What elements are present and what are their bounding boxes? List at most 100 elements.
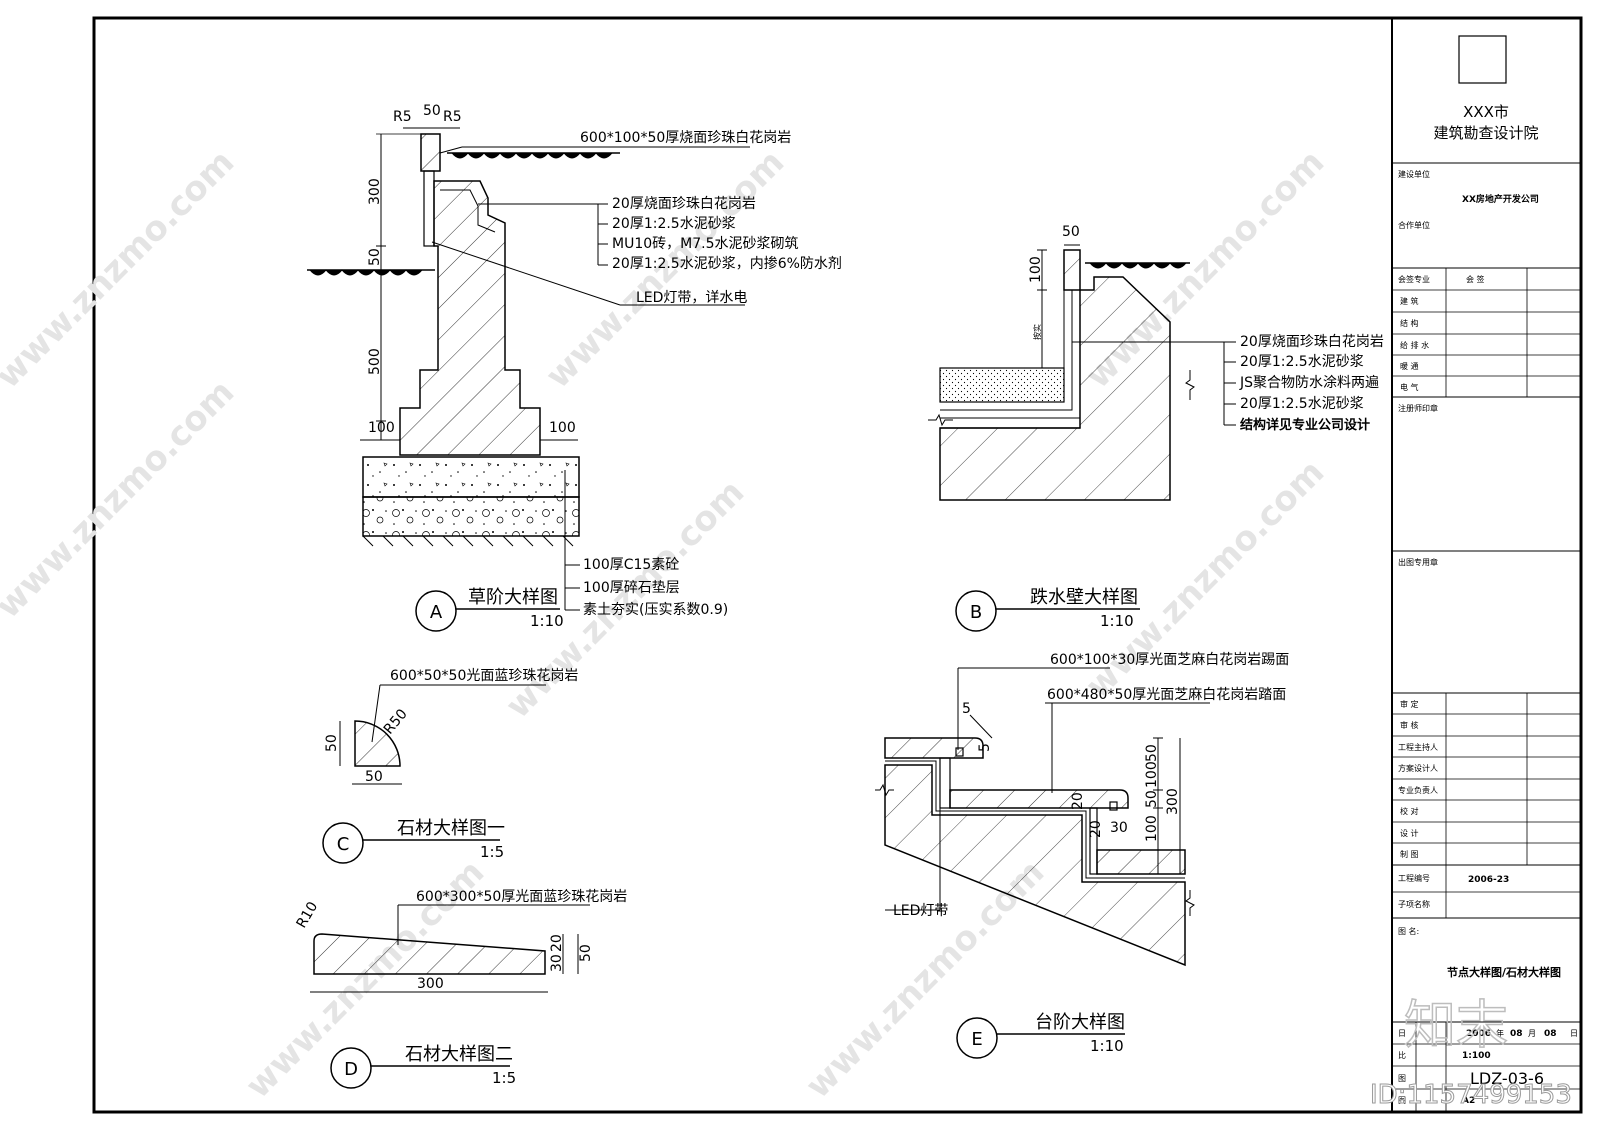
field-label: 结 构 (1400, 318, 1419, 328)
callout-text: 600*50*50光面蓝珍珠花岗岩 (390, 668, 578, 684)
dim-label: 50 (423, 103, 441, 119)
field-label: 给 排 水 (1400, 340, 1429, 350)
date-unit: 年 (1496, 1028, 1504, 1038)
dim-label: 50 (365, 769, 383, 785)
sheet-number: LDZ-03-6 (1470, 1069, 1544, 1088)
field-label: 出图专用章 (1398, 557, 1438, 567)
dim-label: 300 (367, 178, 383, 205)
dim-label: 100 (368, 420, 395, 436)
detail-marker: C (337, 834, 350, 855)
callout-text: 素土夯实(压实系数0.9) (583, 602, 728, 618)
detail-scale: 1:5 (492, 1069, 516, 1087)
detail-marker: A (430, 602, 443, 623)
dim-label: R5 (393, 109, 412, 125)
field-label: 审 定 (1400, 699, 1419, 709)
callout-text: 600*100*50厚烧面珍珠白花岗岩 (580, 130, 791, 146)
detail-b: 50 100 按实 20厚烧面珍珠白花岗岩 20厚1:2.5水泥砂浆 JS聚合物… (928, 224, 1384, 632)
field-label: 注册师印章 (1398, 403, 1438, 413)
id-watermark: ID:1157499153 (1370, 1080, 1572, 1110)
dim-label: R10 (294, 899, 322, 931)
dim-label: 100 (1144, 815, 1160, 842)
callout-text: 20厚1:2.5水泥砂浆 (1240, 396, 1364, 412)
field-label: 合作单位 (1398, 220, 1430, 230)
detail-scale: 1:10 (1090, 1037, 1124, 1055)
sheet-size: A2 (1462, 1096, 1475, 1106)
callout-text: 600*300*50厚光面蓝珍珠花岗岩 (416, 889, 627, 905)
field-label: 审 核 (1400, 720, 1419, 730)
dim-label: 按实 (1032, 324, 1042, 340)
field-label: 图 名: (1398, 926, 1419, 936)
dim-label: 300 (417, 976, 444, 992)
field-label: 方案设计人 (1398, 763, 1438, 773)
detail-title: 草阶大样图 (468, 587, 558, 608)
date-unit: 日 (1570, 1029, 1578, 1038)
callout-text: 结构详见专业公司设计 (1240, 417, 1370, 433)
detail-c: 600*50*50光面蓝珍珠花岗岩 R50 50 50 C 石材大样图一 1:5 (322, 668, 578, 864)
field-label: 会签专业 (1398, 274, 1430, 284)
watermark-text: www.znzmo.com (0, 372, 242, 626)
title-block-frame (1391, 17, 1582, 1113)
field-label: 工程编号 (1398, 873, 1430, 883)
field-label: 建 筑 (1400, 296, 1419, 306)
field-label: 专业负责人 (1398, 785, 1438, 795)
date-year: 2006 (1466, 1029, 1491, 1039)
date-day: 08 (1544, 1029, 1557, 1039)
field-label: 工程主持人 (1398, 742, 1438, 752)
field-label: 图 (1398, 1074, 1406, 1083)
dim-label: 20 (1088, 820, 1104, 838)
dim-label: 30 (1110, 820, 1128, 836)
watermark-text: www.znzmo.com (0, 142, 242, 396)
brand-watermark: 知末 (1404, 996, 1508, 1056)
detail-d: 600*300*50厚光面蓝珍珠花岗岩 R10 20 30 50 300 D 石… (294, 889, 627, 1089)
detail-marker: D (344, 1059, 358, 1080)
dim-label: 500 (367, 348, 383, 375)
dim-label: R5 (443, 109, 462, 125)
sheet-scale: 1:100 (1462, 1051, 1491, 1061)
callout-text: 100厚碎石垫层 (583, 580, 680, 596)
callout-text: 20厚1:2.5水泥砂浆，内掺6%防水剂 (612, 255, 842, 272)
dim-label: 20 (1070, 792, 1086, 810)
field-label: 暖 通 (1400, 361, 1419, 371)
dim-label: 100 (549, 420, 576, 436)
dim-label: 50 (367, 248, 383, 266)
date-unit: 月 (1528, 1029, 1536, 1038)
detail-marker: B (970, 602, 982, 623)
dim-label: 50 (578, 944, 594, 962)
dim-label: 100 (1028, 256, 1044, 283)
detail-scale: 1:5 (480, 843, 504, 861)
field-label: 图 (1398, 1096, 1406, 1105)
dim-label: 50 (1062, 224, 1080, 240)
callout-text: LED灯带，详水电 (636, 290, 747, 306)
field-label: 比 (1398, 1050, 1406, 1060)
dim-label: 50 (1144, 744, 1160, 762)
callout-text: 20厚1:2.5水泥砂浆 (1240, 354, 1364, 370)
logo-box (1458, 35, 1507, 84)
field-label: 会 签 (1466, 274, 1485, 284)
field-label: 日 (1398, 1029, 1406, 1038)
dim-label: 50 (1144, 790, 1160, 808)
field-label: 建设单位 (1398, 169, 1430, 179)
dim-label: 5 (962, 701, 971, 717)
callout-text: 600*100*30厚光面芝麻白花岗岩踢面 (1050, 652, 1289, 668)
org-name: 建筑勘查设计院 (1433, 124, 1538, 142)
drawing-name: 节点大样图/石材大样图 (1447, 965, 1561, 979)
dim-label: 100 (1144, 761, 1160, 788)
detail-title: 台阶大样图 (1035, 1012, 1125, 1033)
callout-text: 20厚1:2.5水泥砂浆 (612, 216, 736, 232)
detail-scale: 1:10 (530, 612, 564, 630)
detail-title: 跌水壁大样图 (1030, 587, 1138, 608)
field-label: 校 对 (1400, 806, 1419, 816)
title-block: XXX市 建筑勘查设计院 建设单位 XX房地产开发公司 合作单位 会签专业 会 … (1392, 35, 1581, 1112)
callout-text: 20厚烧面珍珠白花岗岩 (612, 196, 756, 212)
dim-label: 300 (1165, 788, 1181, 815)
callout-text: MU10砖，M7.5水泥砂浆砌筑 (612, 236, 798, 252)
dim-label: 20 (549, 934, 565, 952)
detail-e: 600*100*30厚光面芝麻白花岗岩踢面 600*480*50厚光面芝麻白花岗… (875, 652, 1289, 1059)
detail-scale: 1:10 (1100, 612, 1134, 630)
date-month: 08 (1510, 1029, 1523, 1039)
project-number: 2006-23 (1468, 875, 1509, 885)
callout-text: 600*480*50厚光面芝麻白花岗岩踏面 (1047, 687, 1286, 703)
field-label: 设 计 (1400, 828, 1419, 838)
field-label: 子项名称 (1398, 899, 1430, 909)
